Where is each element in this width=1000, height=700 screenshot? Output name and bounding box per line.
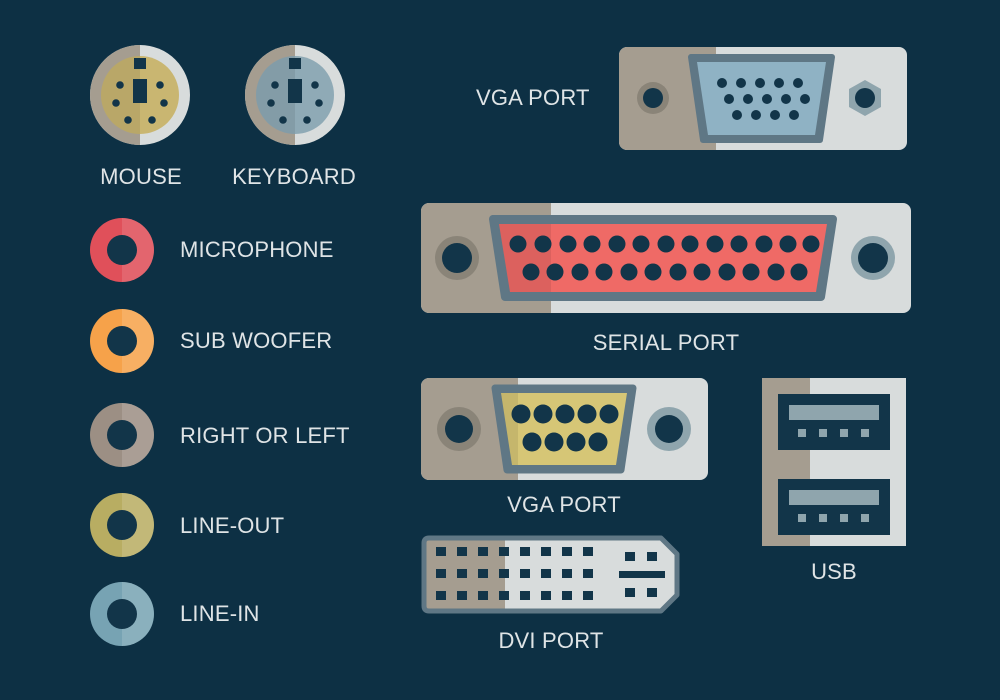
line-in-jack-icon: [90, 582, 154, 646]
usb-connector: [762, 378, 906, 546]
serial-port-label: SERIAL PORT: [592, 330, 740, 355]
dvi-port-label: DVI PORT: [498, 628, 604, 653]
serial-port-connector: [421, 203, 911, 313]
keyboard-ps2-connector: [245, 45, 345, 145]
vga-port-bottom-label: VGA PORT: [507, 492, 621, 517]
line-out-label: LINE-OUT: [180, 513, 285, 538]
sub-woofer-jack-icon: [90, 309, 154, 373]
line-out-jack-icon: [90, 493, 154, 557]
microphone-jack-icon: [90, 218, 154, 282]
line-in-label: LINE-IN: [180, 601, 260, 626]
usb-label: USB: [811, 559, 857, 584]
dvi-port-connector: [421, 535, 680, 614]
right-or-left-label: RIGHT OR LEFT: [180, 423, 350, 448]
vga-port-bottom-connector: [421, 378, 708, 480]
sub-woofer-label: SUB WOOFER: [180, 328, 333, 353]
vga-port-top-label: VGA PORT: [476, 85, 590, 110]
mouse-ps2-connector: [90, 45, 190, 145]
right-or-left-jack-icon: [90, 403, 154, 467]
mouse-label: MOUSE: [100, 164, 182, 189]
vga-port-top-connector: [619, 47, 907, 150]
microphone-label: MICROPHONE: [180, 237, 334, 262]
keyboard-label: KEYBOARD: [232, 164, 356, 189]
